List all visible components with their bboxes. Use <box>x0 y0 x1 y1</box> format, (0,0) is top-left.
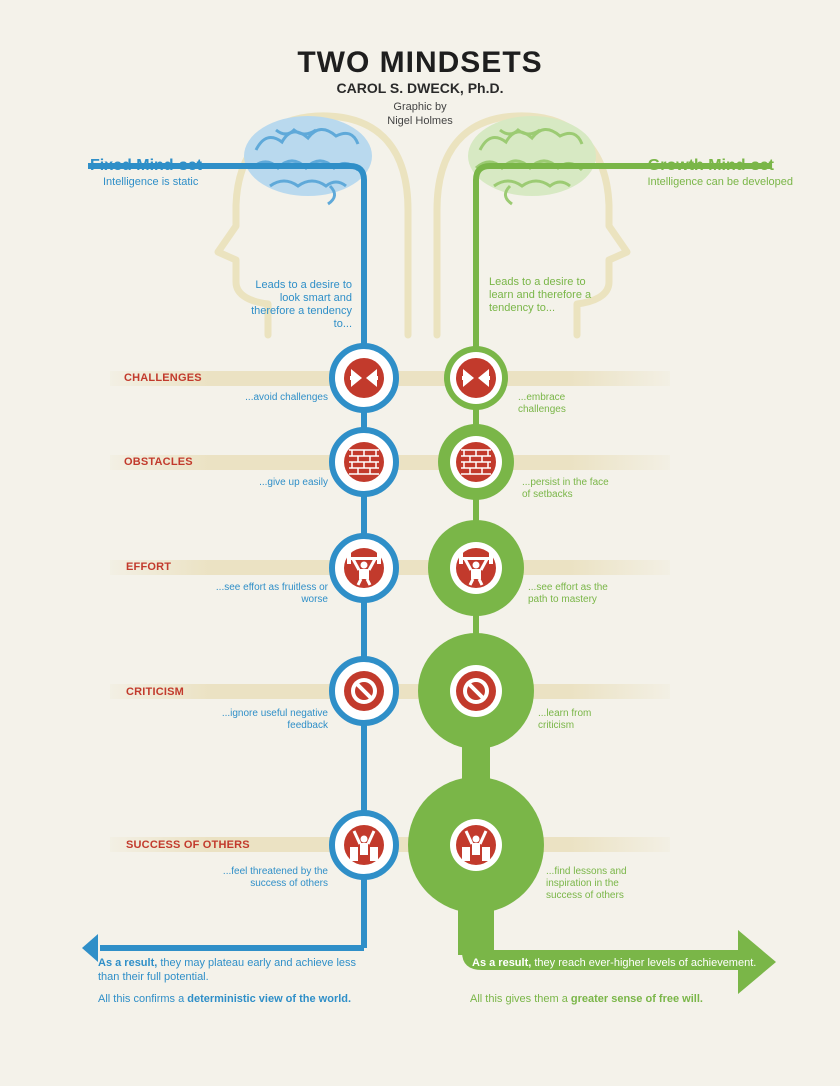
growth-marker-success-of-others <box>408 777 544 913</box>
growth-result-lead: As a result, <box>472 957 532 969</box>
author-name: CAROL S. DWECK, Ph.D. <box>336 80 504 96</box>
category-label-success-of-others: SUCCESS OF OTHERS <box>126 839 250 851</box>
credit-line-1: Graphic by <box>393 101 447 113</box>
fixed-response-challenges: ...avoid challenges <box>245 392 328 403</box>
category-label-challenges: CHALLENGES <box>124 372 202 384</box>
weightlifter-icon <box>456 548 496 588</box>
graphic-credit: Graphic by Nigel Holmes <box>0 100 840 128</box>
brick-wall-icon <box>344 442 384 482</box>
growth-marker-obstacles <box>438 424 514 500</box>
fixed-conclusion-text: All this confirms a <box>98 993 188 1005</box>
brick-wall-icon <box>456 442 496 482</box>
fixed-lead-text: Leads to a desire to look smart and ther… <box>251 279 352 330</box>
page-title: TWO MINDSETS <box>297 46 543 79</box>
growth-response-success-of-others: ...find lessons and inspiration in the s… <box>546 866 627 901</box>
fixed-conclusion: All this confirms a deterministic view o… <box>98 993 428 1005</box>
fixed-result-arrowhead <box>82 934 98 962</box>
fixed-mindset-subtitle: Intelligence is static <box>103 176 199 188</box>
winner-icon <box>344 825 384 865</box>
growth-result-text: they reach ever-higher levels of achieve… <box>531 957 757 969</box>
fixed-brain-icon <box>244 116 372 206</box>
growth-conclusion: All this gives them a greater sense of f… <box>470 993 800 1005</box>
fixed-marker-challenges <box>329 343 399 413</box>
challenge-arrows-icon <box>456 358 496 398</box>
fixed-result: As a result, they may plateau early and … <box>98 956 378 984</box>
growth-response-criticism: ...learn from criticism <box>538 708 592 731</box>
growth-marker-effort <box>428 520 524 616</box>
category-label-criticism: CRITICISM <box>126 686 185 698</box>
fixed-result-lead: As a result, <box>98 957 158 969</box>
fixed-mindset-title: Fixed Mind-set <box>90 157 203 174</box>
challenge-arrows-icon <box>344 358 384 398</box>
growth-conclusion-bold: greater sense of free will. <box>570 993 703 1005</box>
growth-marker-challenges <box>444 346 508 410</box>
growth-response-effort: ...see effort as the path to mastery <box>528 582 608 605</box>
growth-conclusion-text: All this gives them a <box>470 993 571 1005</box>
no-entry-icon <box>456 671 496 711</box>
growth-brain-icon <box>468 116 596 206</box>
growth-response-challenges: ...embrace challenges <box>518 392 566 415</box>
fixed-response-obstacles: ...give up easily <box>259 477 328 488</box>
fixed-result-text: they may plateau early and achieve less … <box>98 957 357 983</box>
growth-lead-text: Leads to a desire to learn and therefore… <box>489 276 592 314</box>
weightlifter-icon <box>344 548 384 588</box>
fixed-response-criticism: ...ignore useful negative feedback <box>221 708 328 731</box>
fixed-conclusion-bold: deterministic view of the world. <box>187 993 352 1005</box>
growth-marker-criticism <box>418 633 534 749</box>
fixed-response-effort: ...see effort as fruitless or worse <box>215 582 328 605</box>
fixed-response-success-of-others: ...feel threatened by the success of oth… <box>222 866 328 889</box>
fixed-marker-success-of-others <box>329 810 399 880</box>
credit-line-2: Nigel Holmes <box>387 115 453 127</box>
growth-response-obstacles: ...persist in the face of setbacks <box>522 477 609 500</box>
fixed-path <box>82 163 367 962</box>
growth-mindset-subtitle: Intelligence can be developed <box>647 176 793 188</box>
fixed-marker-obstacles <box>329 427 399 497</box>
category-label-effort: EFFORT <box>126 561 172 573</box>
growth-mindset-title: Growth Mind-set <box>647 157 774 174</box>
no-entry-icon <box>344 671 384 711</box>
fixed-marker-criticism <box>329 656 399 726</box>
growth-result: As a result, they reach ever-higher leve… <box>472 957 792 969</box>
fixed-marker-effort <box>329 533 399 603</box>
winner-icon <box>456 825 496 865</box>
category-label-obstacles: OBSTACLES <box>124 456 193 468</box>
